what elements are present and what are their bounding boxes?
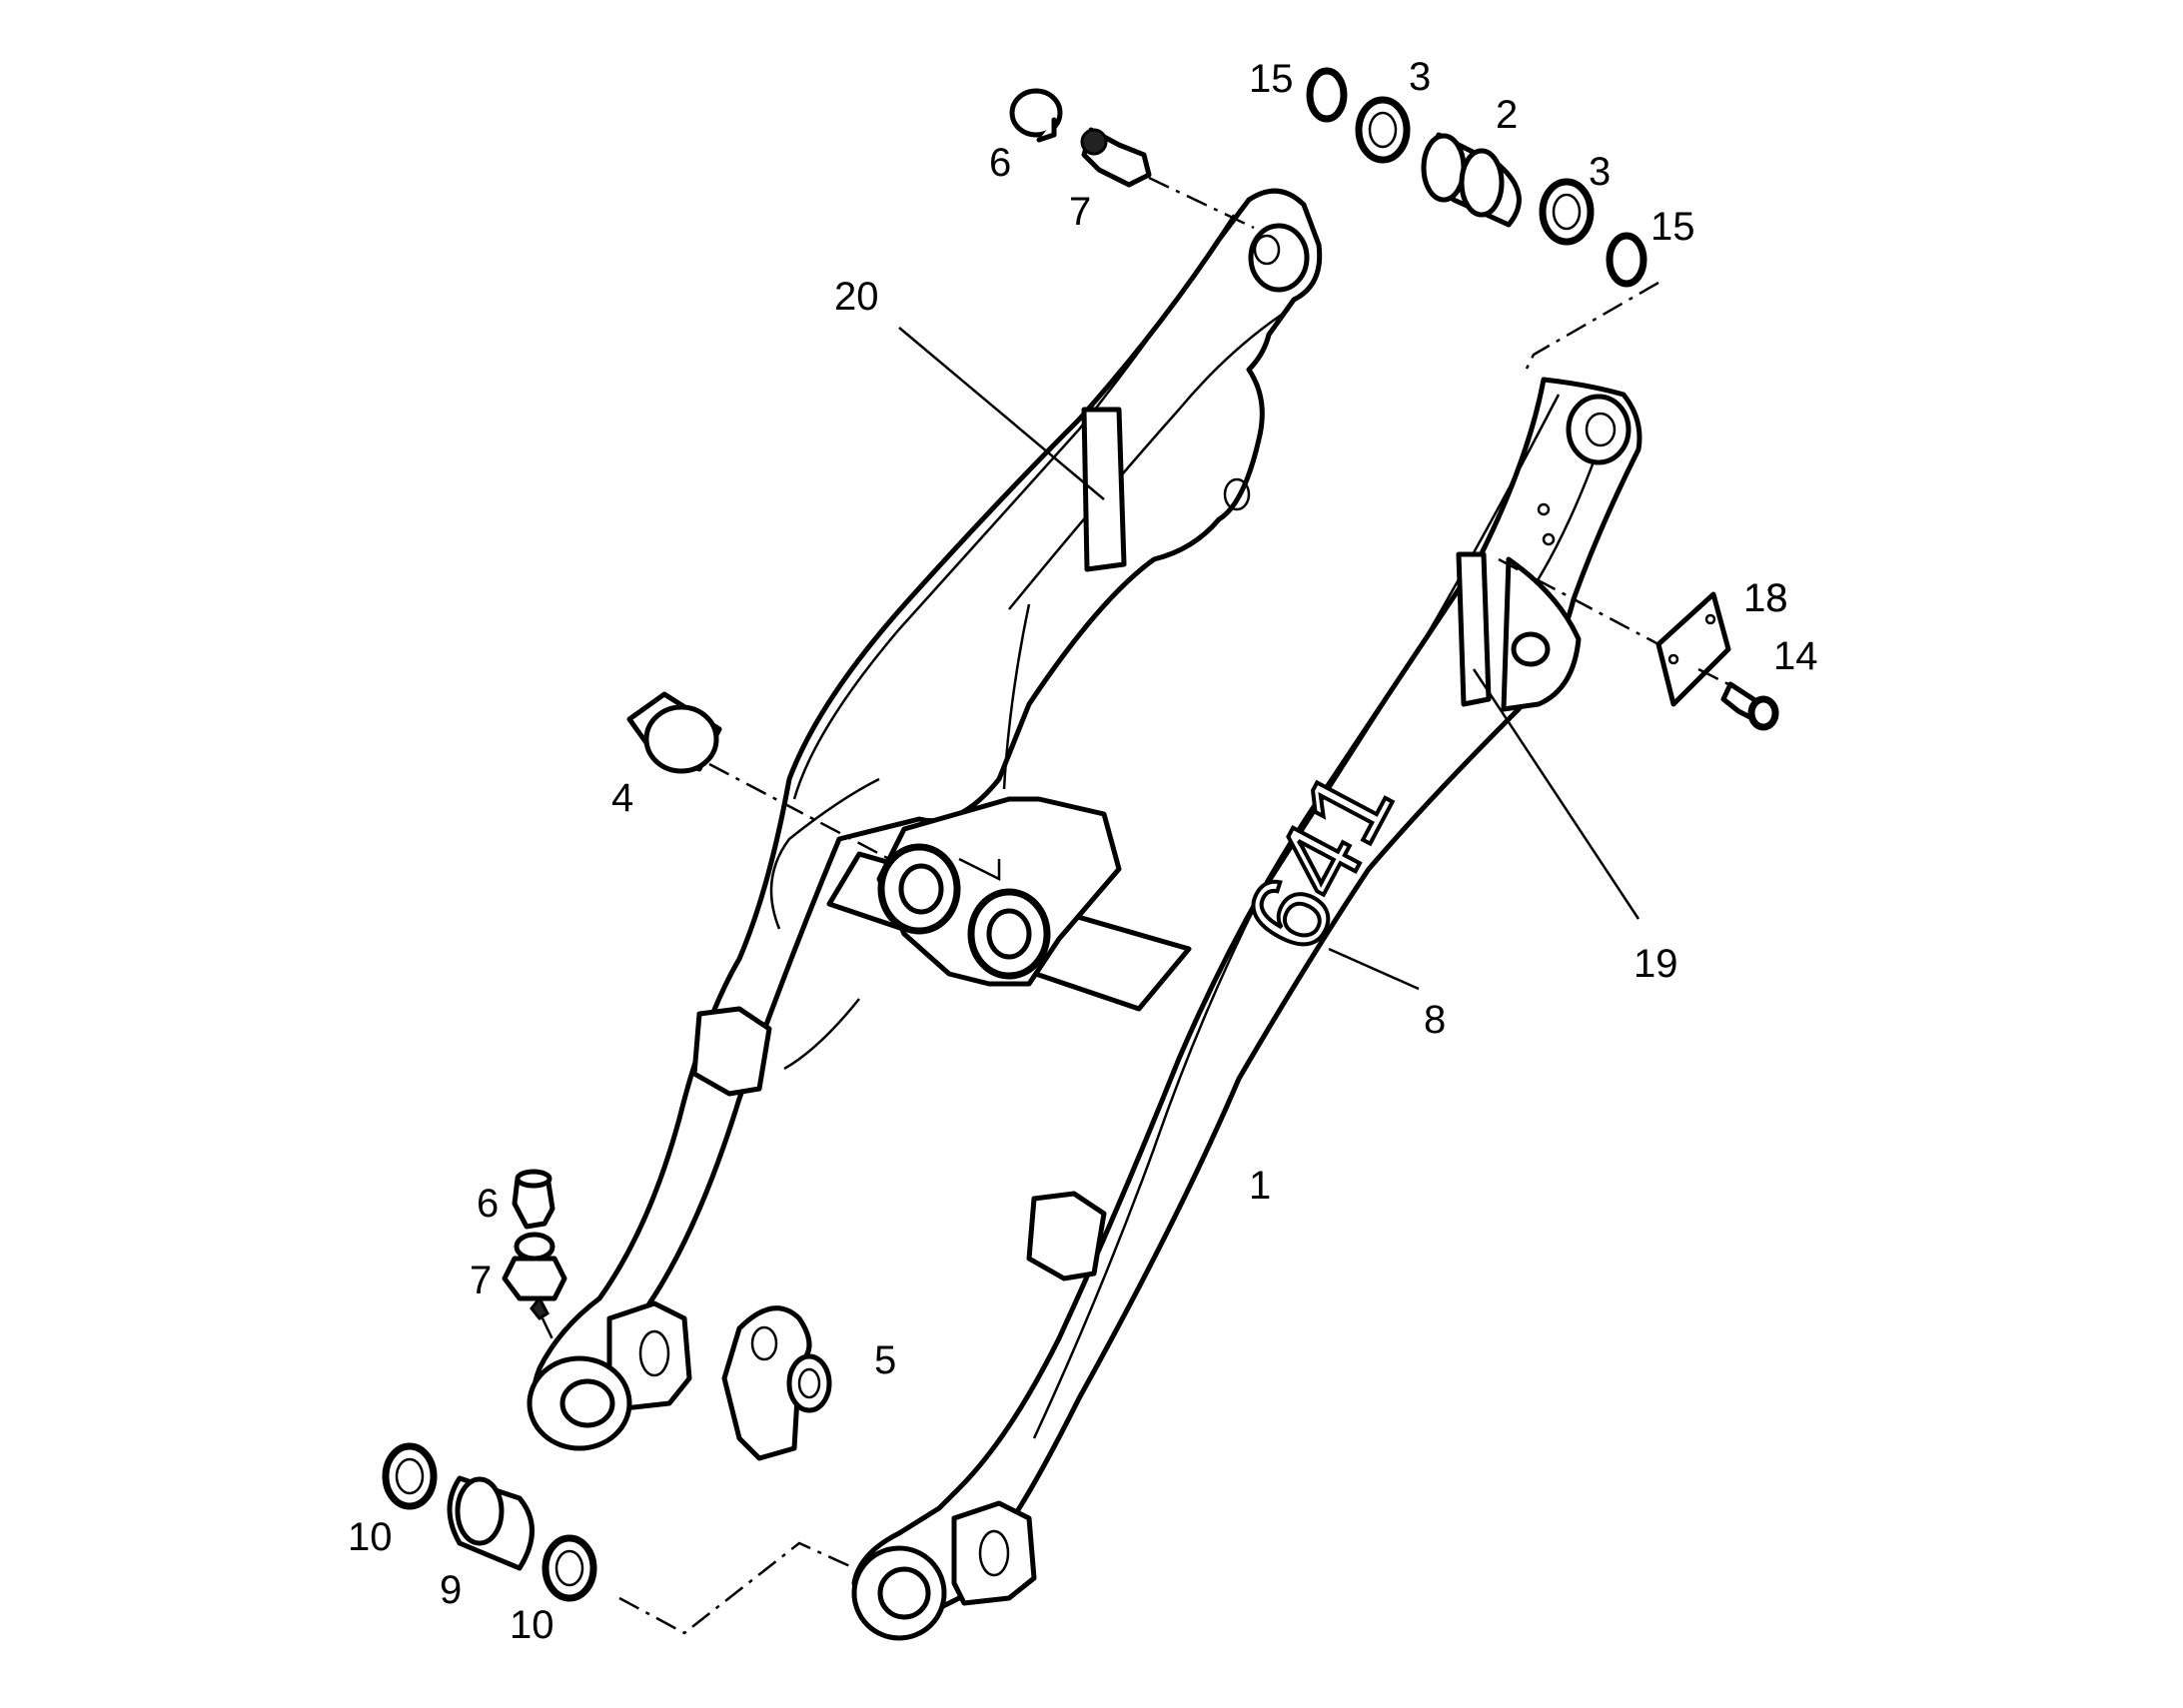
centerline-bushing	[708, 762, 890, 861]
callout-15: 15	[1650, 205, 1695, 249]
callout-2: 2	[1496, 93, 1518, 137]
left-boom-arm	[527, 188, 1323, 1451]
centerline-bottom	[618, 1541, 855, 1635]
pin-assembly-bottom	[382, 1442, 597, 1602]
callout-14: 14	[1773, 634, 1818, 678]
callout-labels: 15 3 2 3 15 6 7 20 18 13 14 4 19 8 1 6 7…	[348, 55, 1818, 1647]
callout-3: 3	[1409, 55, 1431, 99]
callout-7: 7	[1069, 190, 1091, 234]
callout-15: 15	[1249, 57, 1294, 101]
callout-10: 10	[348, 1515, 393, 1559]
bushing-4	[626, 691, 722, 774]
center-pivot-bracket	[876, 796, 1122, 987]
callout-3: 3	[1589, 150, 1611, 194]
callout-6: 6	[477, 1182, 499, 1226]
bolt-14	[1720, 681, 1779, 731]
callout-10: 10	[510, 1603, 554, 1647]
callout-8: 8	[1424, 998, 1446, 1042]
centerline-plate	[1498, 557, 1659, 646]
leader-20	[898, 327, 1105, 500]
callout-13: 13	[1743, 576, 1788, 620]
callout-7: 7	[470, 1259, 492, 1302]
callout-18: 18	[1743, 576, 1788, 620]
callout-4: 4	[611, 776, 633, 820]
centerline-bolt	[1697, 667, 1729, 686]
centerline-fitting-bottom	[541, 1317, 556, 1344]
callout-6: 6	[989, 141, 1011, 185]
grease-fitting-bottom	[502, 1232, 567, 1320]
centerline-top-right	[1522, 281, 1659, 376]
callout-9: 9	[440, 1568, 462, 1612]
plate-13	[1655, 591, 1731, 707]
grease-cap-bottom	[512, 1169, 555, 1230]
pin-assembly-top	[1306, 67, 1647, 288]
callout-5: 5	[874, 1338, 896, 1382]
leader-8	[1328, 947, 1420, 991]
grease-fitting-top	[1080, 127, 1152, 188]
bracket-5	[721, 1305, 832, 1461]
leader-19	[1472, 668, 1640, 920]
grease-cap-top	[1009, 88, 1063, 143]
callout-20: 20	[834, 275, 879, 319]
callout-19: 19	[1634, 942, 1678, 986]
callout-1: 1	[1249, 1164, 1271, 1208]
centerline-top-left	[1148, 176, 1255, 230]
